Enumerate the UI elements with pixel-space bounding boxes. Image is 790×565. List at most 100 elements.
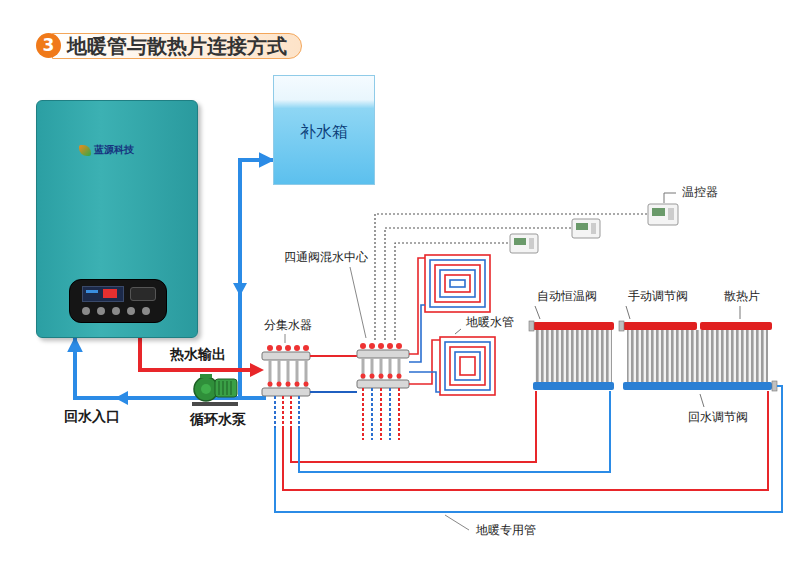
thermostat-units bbox=[510, 193, 678, 253]
leader-lines-part bbox=[445, 515, 469, 530]
floor-heating-coils-part bbox=[425, 255, 490, 312]
control-button bbox=[127, 307, 135, 315]
distribution-manifold-part bbox=[296, 360, 299, 388]
distribution-manifold-part bbox=[269, 360, 272, 388]
thermostat-units-part bbox=[668, 208, 674, 220]
heating-pipes-part bbox=[291, 391, 536, 462]
radiators-part bbox=[535, 330, 612, 382]
radiators-part bbox=[627, 330, 768, 382]
distribution-manifold-part bbox=[303, 345, 309, 351]
floor-heating-coils-part bbox=[450, 280, 465, 287]
tank-label: 补水箱 bbox=[274, 122, 374, 141]
mixing-valve-center-part bbox=[357, 350, 409, 358]
distribution-manifold-part bbox=[286, 382, 291, 387]
circulation-pump-part bbox=[219, 381, 231, 395]
radiators bbox=[529, 306, 777, 407]
control-display bbox=[69, 279, 167, 323]
display-screen bbox=[82, 286, 124, 302]
valve-label: 回水调节阀 bbox=[686, 410, 750, 425]
distribution-manifold-part bbox=[285, 345, 291, 351]
heating-pipes-part bbox=[299, 391, 610, 472]
mixing-valve-center-part bbox=[378, 343, 384, 349]
distribution-manifold-part bbox=[262, 388, 310, 396]
distribution-manifold-part bbox=[310, 391, 357, 393]
circulation-pump-part bbox=[201, 384, 211, 394]
thermostat-units-part bbox=[648, 204, 678, 225]
heating-pipes-part bbox=[275, 386, 782, 512]
valve-label: 自动恒温阀 bbox=[535, 289, 599, 304]
distribution-manifold-part bbox=[294, 345, 300, 351]
mixing-valve-center bbox=[357, 343, 409, 440]
circulation-pump-part bbox=[194, 377, 218, 401]
mixing-valve-center-part bbox=[389, 388, 391, 440]
circulation-pump-part bbox=[200, 374, 212, 378]
brand-logo-text: 蓝源科技 bbox=[94, 144, 134, 156]
display-bar bbox=[86, 290, 98, 293]
distribution-manifold-part bbox=[274, 396, 276, 428]
floor-heating-coils-part bbox=[409, 305, 425, 362]
distribution-manifold-part bbox=[305, 360, 308, 388]
mixing-valve-center-part bbox=[380, 388, 382, 440]
thermostat-units-part bbox=[576, 223, 588, 230]
leader-lines-part bbox=[285, 334, 286, 343]
distribution-manifold-part bbox=[290, 396, 292, 428]
mixing-valve-center-part bbox=[371, 388, 373, 440]
part-label: 散热片 bbox=[722, 289, 762, 304]
radiators-part bbox=[623, 382, 772, 390]
mixing-valve-center-part bbox=[361, 374, 366, 379]
leader-lines-part bbox=[350, 267, 366, 338]
control-button bbox=[97, 307, 105, 315]
hot-water-pipe-part bbox=[140, 338, 252, 370]
distribution-manifold-part bbox=[310, 355, 357, 357]
radiators-part bbox=[700, 322, 772, 330]
return-pipe-part bbox=[115, 391, 128, 405]
pump-label: 循环水泵 bbox=[188, 411, 248, 429]
distribution-manifold-part bbox=[268, 382, 273, 387]
distribution-manifold-part bbox=[278, 360, 281, 388]
mixing-valve-center-part bbox=[362, 358, 365, 380]
mixing-valve-center-part bbox=[396, 343, 402, 349]
part-label: 温控器 bbox=[680, 185, 720, 200]
floor-heating-coils-part bbox=[440, 270, 475, 297]
pipe-label: 地暖专用管 bbox=[474, 523, 538, 538]
mixing-valve-center-part bbox=[397, 374, 402, 379]
hot-water-pipe bbox=[140, 338, 264, 377]
display-digits bbox=[103, 289, 117, 298]
step-number: 3 bbox=[43, 37, 55, 54]
distribution-manifold-part bbox=[298, 396, 300, 428]
distribution-manifold-part bbox=[304, 382, 309, 387]
distribution-manifold-part bbox=[282, 396, 284, 428]
floor-heating-coils-part bbox=[409, 258, 425, 354]
distribution-manifold-part bbox=[267, 345, 273, 351]
control-button bbox=[112, 307, 120, 315]
mixing-valve-center-part bbox=[370, 374, 375, 379]
title-banner: 地暖管与散热片连接方式 bbox=[52, 33, 302, 59]
thermostat-units-part bbox=[529, 238, 534, 249]
pipe-label: 热水输出 bbox=[168, 346, 228, 364]
floor-heating-coils-part bbox=[440, 337, 495, 395]
thermostat-units-part bbox=[510, 234, 538, 253]
distribution-manifold-part bbox=[276, 345, 282, 351]
mixing-valve-center-part bbox=[362, 388, 364, 440]
electric-boiler: 蓝源科技 bbox=[36, 100, 198, 338]
floor-heating-coils-part bbox=[455, 329, 461, 334]
step-number-circle: 3 bbox=[36, 33, 61, 58]
mixing-valve-center-part bbox=[371, 358, 374, 380]
part-label: 地暖水管 bbox=[464, 315, 516, 330]
makeup-water-tank: 补水箱 bbox=[273, 75, 375, 185]
thermostat-units-part bbox=[514, 238, 526, 245]
control-button bbox=[82, 307, 90, 315]
radiators-part bbox=[619, 321, 624, 331]
floor-heating-coils-part bbox=[435, 265, 480, 302]
part-label: 四通阀混水中心 bbox=[282, 250, 370, 265]
heating-pipes-part bbox=[283, 391, 768, 490]
mixing-valve-center-part bbox=[369, 343, 375, 349]
distribution-manifold-part bbox=[277, 382, 282, 387]
mixing-valve-center-part bbox=[398, 358, 401, 380]
return-pipe-part bbox=[240, 396, 266, 400]
distribution-manifold bbox=[262, 345, 357, 428]
leader-lines bbox=[285, 267, 469, 530]
title-text: 地暖管与散热片连接方式 bbox=[67, 36, 287, 56]
radiators-part bbox=[535, 306, 740, 407]
